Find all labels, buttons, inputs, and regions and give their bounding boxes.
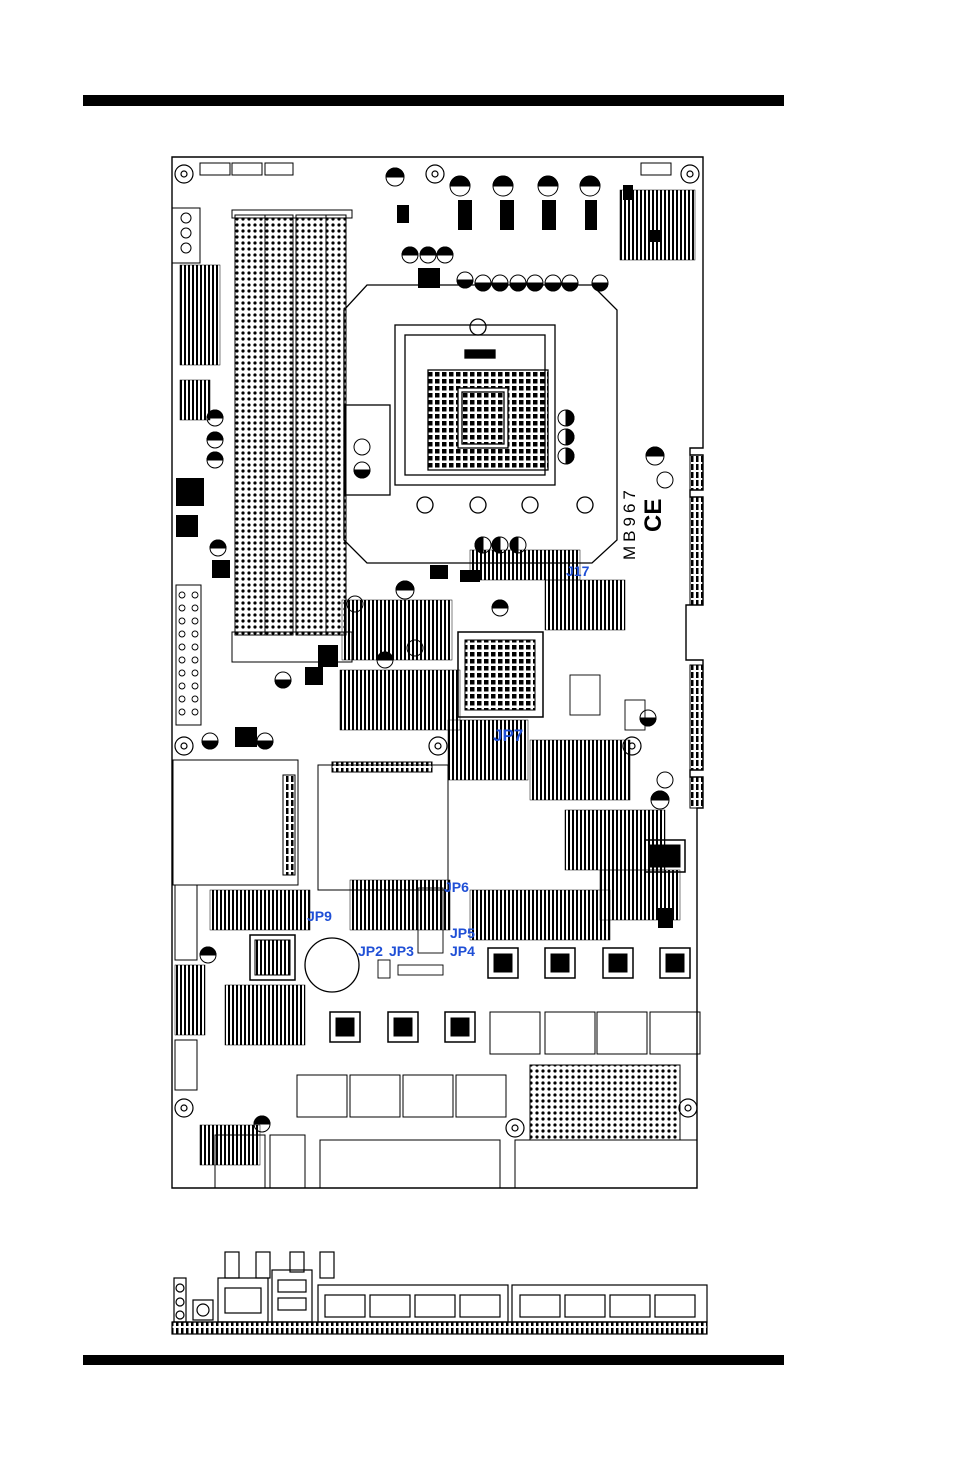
- jumper-label-j17: J17: [566, 564, 589, 578]
- jumper-label-jp7: JP7: [493, 727, 523, 744]
- lan-phys: [330, 948, 690, 1042]
- jumper-label-jp6: JP6: [444, 880, 469, 894]
- rtc-battery: [305, 938, 359, 992]
- jumper-label-jp4: JP4: [450, 944, 475, 958]
- chipset: [458, 632, 543, 717]
- cf-slot: [173, 760, 448, 890]
- rear-io-panel: [172, 1252, 707, 1334]
- jumper-label-jp3: JP3: [389, 944, 414, 958]
- jumper-label-jp5: JP5: [450, 926, 475, 940]
- header-pins: [179, 592, 198, 715]
- dimm-slots: [232, 210, 352, 662]
- jumper-label-jp9: JP9: [307, 909, 332, 923]
- ce-mark: CE: [640, 499, 668, 532]
- lan-transformers: [297, 1012, 700, 1140]
- jumper-label-jp2: JP2: [358, 944, 383, 958]
- rj45-top-view: [215, 1135, 697, 1188]
- cpu-socket: [344, 285, 617, 563]
- board-model-label: MB967: [620, 486, 640, 560]
